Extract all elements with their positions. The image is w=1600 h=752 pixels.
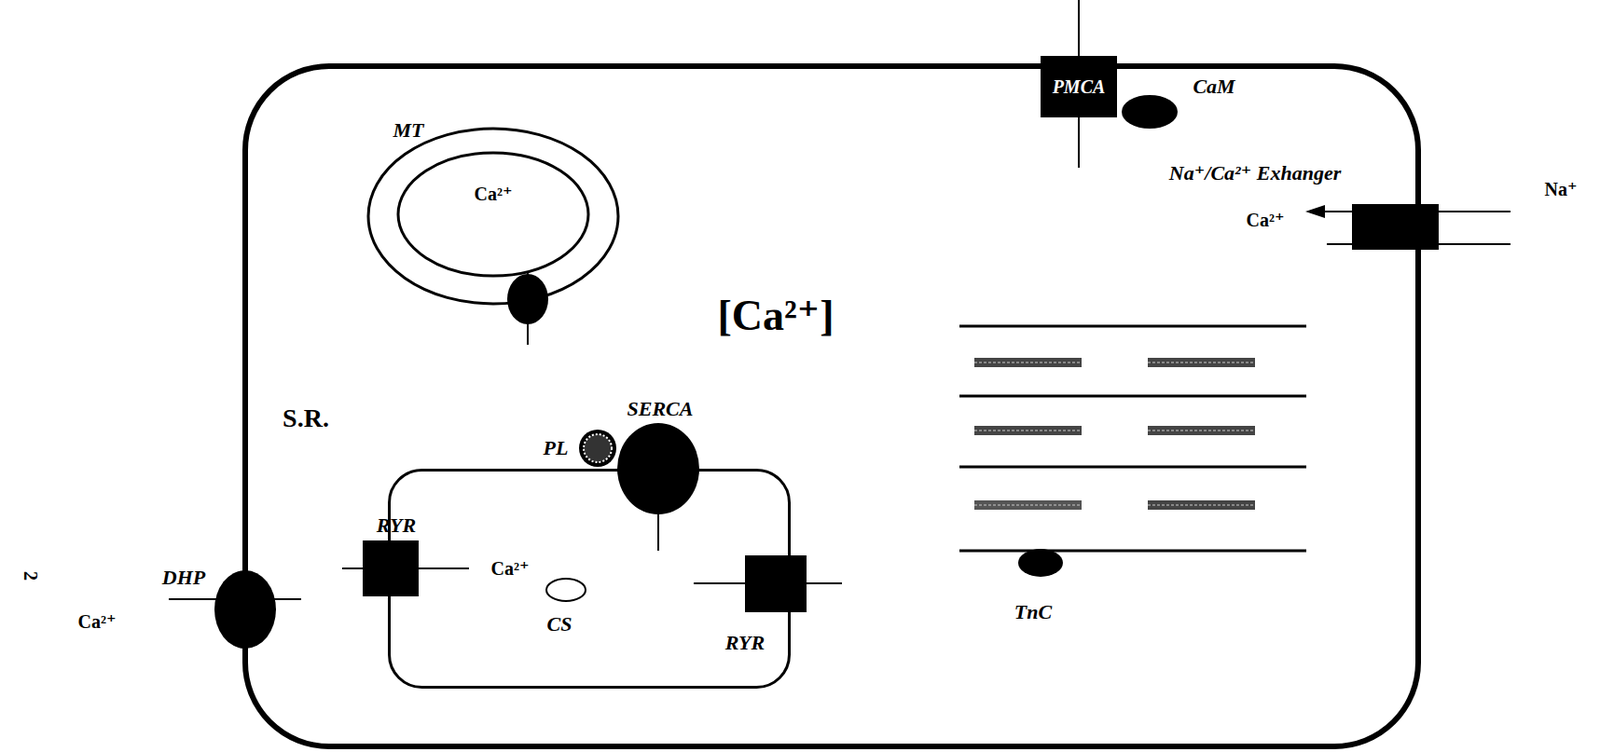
mitochondrion-label: MT xyxy=(393,119,425,142)
serca-pump-outline xyxy=(617,423,700,515)
ion-label: Ca²⁺ xyxy=(1246,209,1285,231)
ryr-axis xyxy=(342,567,469,570)
pmca-pump: PMCA xyxy=(1040,55,1118,118)
thin-filament xyxy=(959,395,1307,399)
ryanodine-receptor-label: RYR xyxy=(376,514,416,538)
thick-filament xyxy=(974,358,1082,368)
exchanger-flux-line xyxy=(1326,243,1511,246)
phospholamban: PL xyxy=(579,429,617,468)
ryanodine-receptor-outline xyxy=(744,555,807,613)
serca-pump-label: SERCA xyxy=(627,398,694,421)
troponin-c-label: TnC xyxy=(1014,601,1052,624)
phospholamban-outline xyxy=(579,429,617,468)
mt-transporter xyxy=(507,274,549,325)
filament-texture xyxy=(974,505,1082,507)
myofilaments xyxy=(959,326,1307,552)
calsequestrin-label: CS xyxy=(547,613,573,636)
phospholamban-label: PL xyxy=(543,437,569,460)
ion-label: Ca²⁺ xyxy=(78,611,117,633)
exchanger-arrowhead xyxy=(1305,205,1325,219)
calmodulin-outline xyxy=(1121,95,1178,129)
filament-texture xyxy=(1147,505,1256,507)
mitochondrion: MTCa²⁺ xyxy=(368,128,619,304)
pmca-pump-label: PMCA xyxy=(1052,76,1106,97)
ryanodine-receptor-label: RYR xyxy=(725,632,765,655)
thick-filament xyxy=(974,426,1082,436)
calmodulin: CaM xyxy=(1121,95,1178,129)
exchanger: Na⁺/Ca²⁺ Exhanger xyxy=(1351,204,1439,250)
thick-filament xyxy=(974,500,1082,511)
thin-filament xyxy=(959,550,1307,553)
dhp-channel-outline xyxy=(214,570,276,649)
sarcoplasmic-reticulum: S.R.Ca²⁺RYRPLSERCACSRYR xyxy=(387,468,791,690)
calsequestrin-outline xyxy=(545,578,587,603)
serca-pump: SERCA xyxy=(617,423,700,515)
thin-filament xyxy=(959,466,1307,469)
sarcoplasmic-reticulum-label: Ca²⁺ xyxy=(491,558,530,580)
filament-texture xyxy=(1147,430,1256,432)
ryanodine-receptor: RYR xyxy=(744,555,807,613)
ion-label: Na⁺ xyxy=(1544,179,1578,200)
thick-filament xyxy=(1147,500,1256,511)
ryanodine-receptor: RYR xyxy=(362,540,419,597)
filament-texture xyxy=(974,430,1082,432)
mitochondrion-label: Ca²⁺ xyxy=(474,183,513,205)
thin-filament xyxy=(959,325,1307,329)
exchanger-outline xyxy=(1351,204,1439,250)
serca-axis xyxy=(657,503,660,552)
troponin-c: TnC xyxy=(1018,549,1063,578)
ryr-axis xyxy=(693,582,842,585)
sarcoplasmic-reticulum-label: S.R. xyxy=(282,404,330,434)
thick-filament xyxy=(1147,426,1256,436)
troponin-c-outline xyxy=(1018,549,1063,578)
exchanger-flux-line xyxy=(1322,210,1511,213)
filament-texture xyxy=(974,362,1082,364)
filament-texture xyxy=(1147,362,1256,364)
cell-membrane xyxy=(245,66,1419,747)
dhp-channel: DHP xyxy=(214,570,276,649)
sarcoplasmic-reticulum-outline xyxy=(387,468,791,690)
exchanger-label: Na⁺/Ca²⁺ Exhanger xyxy=(1169,162,1341,185)
dhp-channel-label: DHP xyxy=(162,566,206,590)
thick-filament xyxy=(1147,358,1256,368)
ryanodine-receptor-outline xyxy=(362,540,419,597)
calmodulin-label: CaM xyxy=(1192,75,1235,98)
cytosolic-calcium: [Ca²⁺] xyxy=(717,292,835,341)
page-number: 2 xyxy=(20,571,42,581)
calsequestrin: CS xyxy=(545,578,587,603)
dhp-axis xyxy=(168,598,302,601)
mitochondrion-outline xyxy=(368,128,619,304)
